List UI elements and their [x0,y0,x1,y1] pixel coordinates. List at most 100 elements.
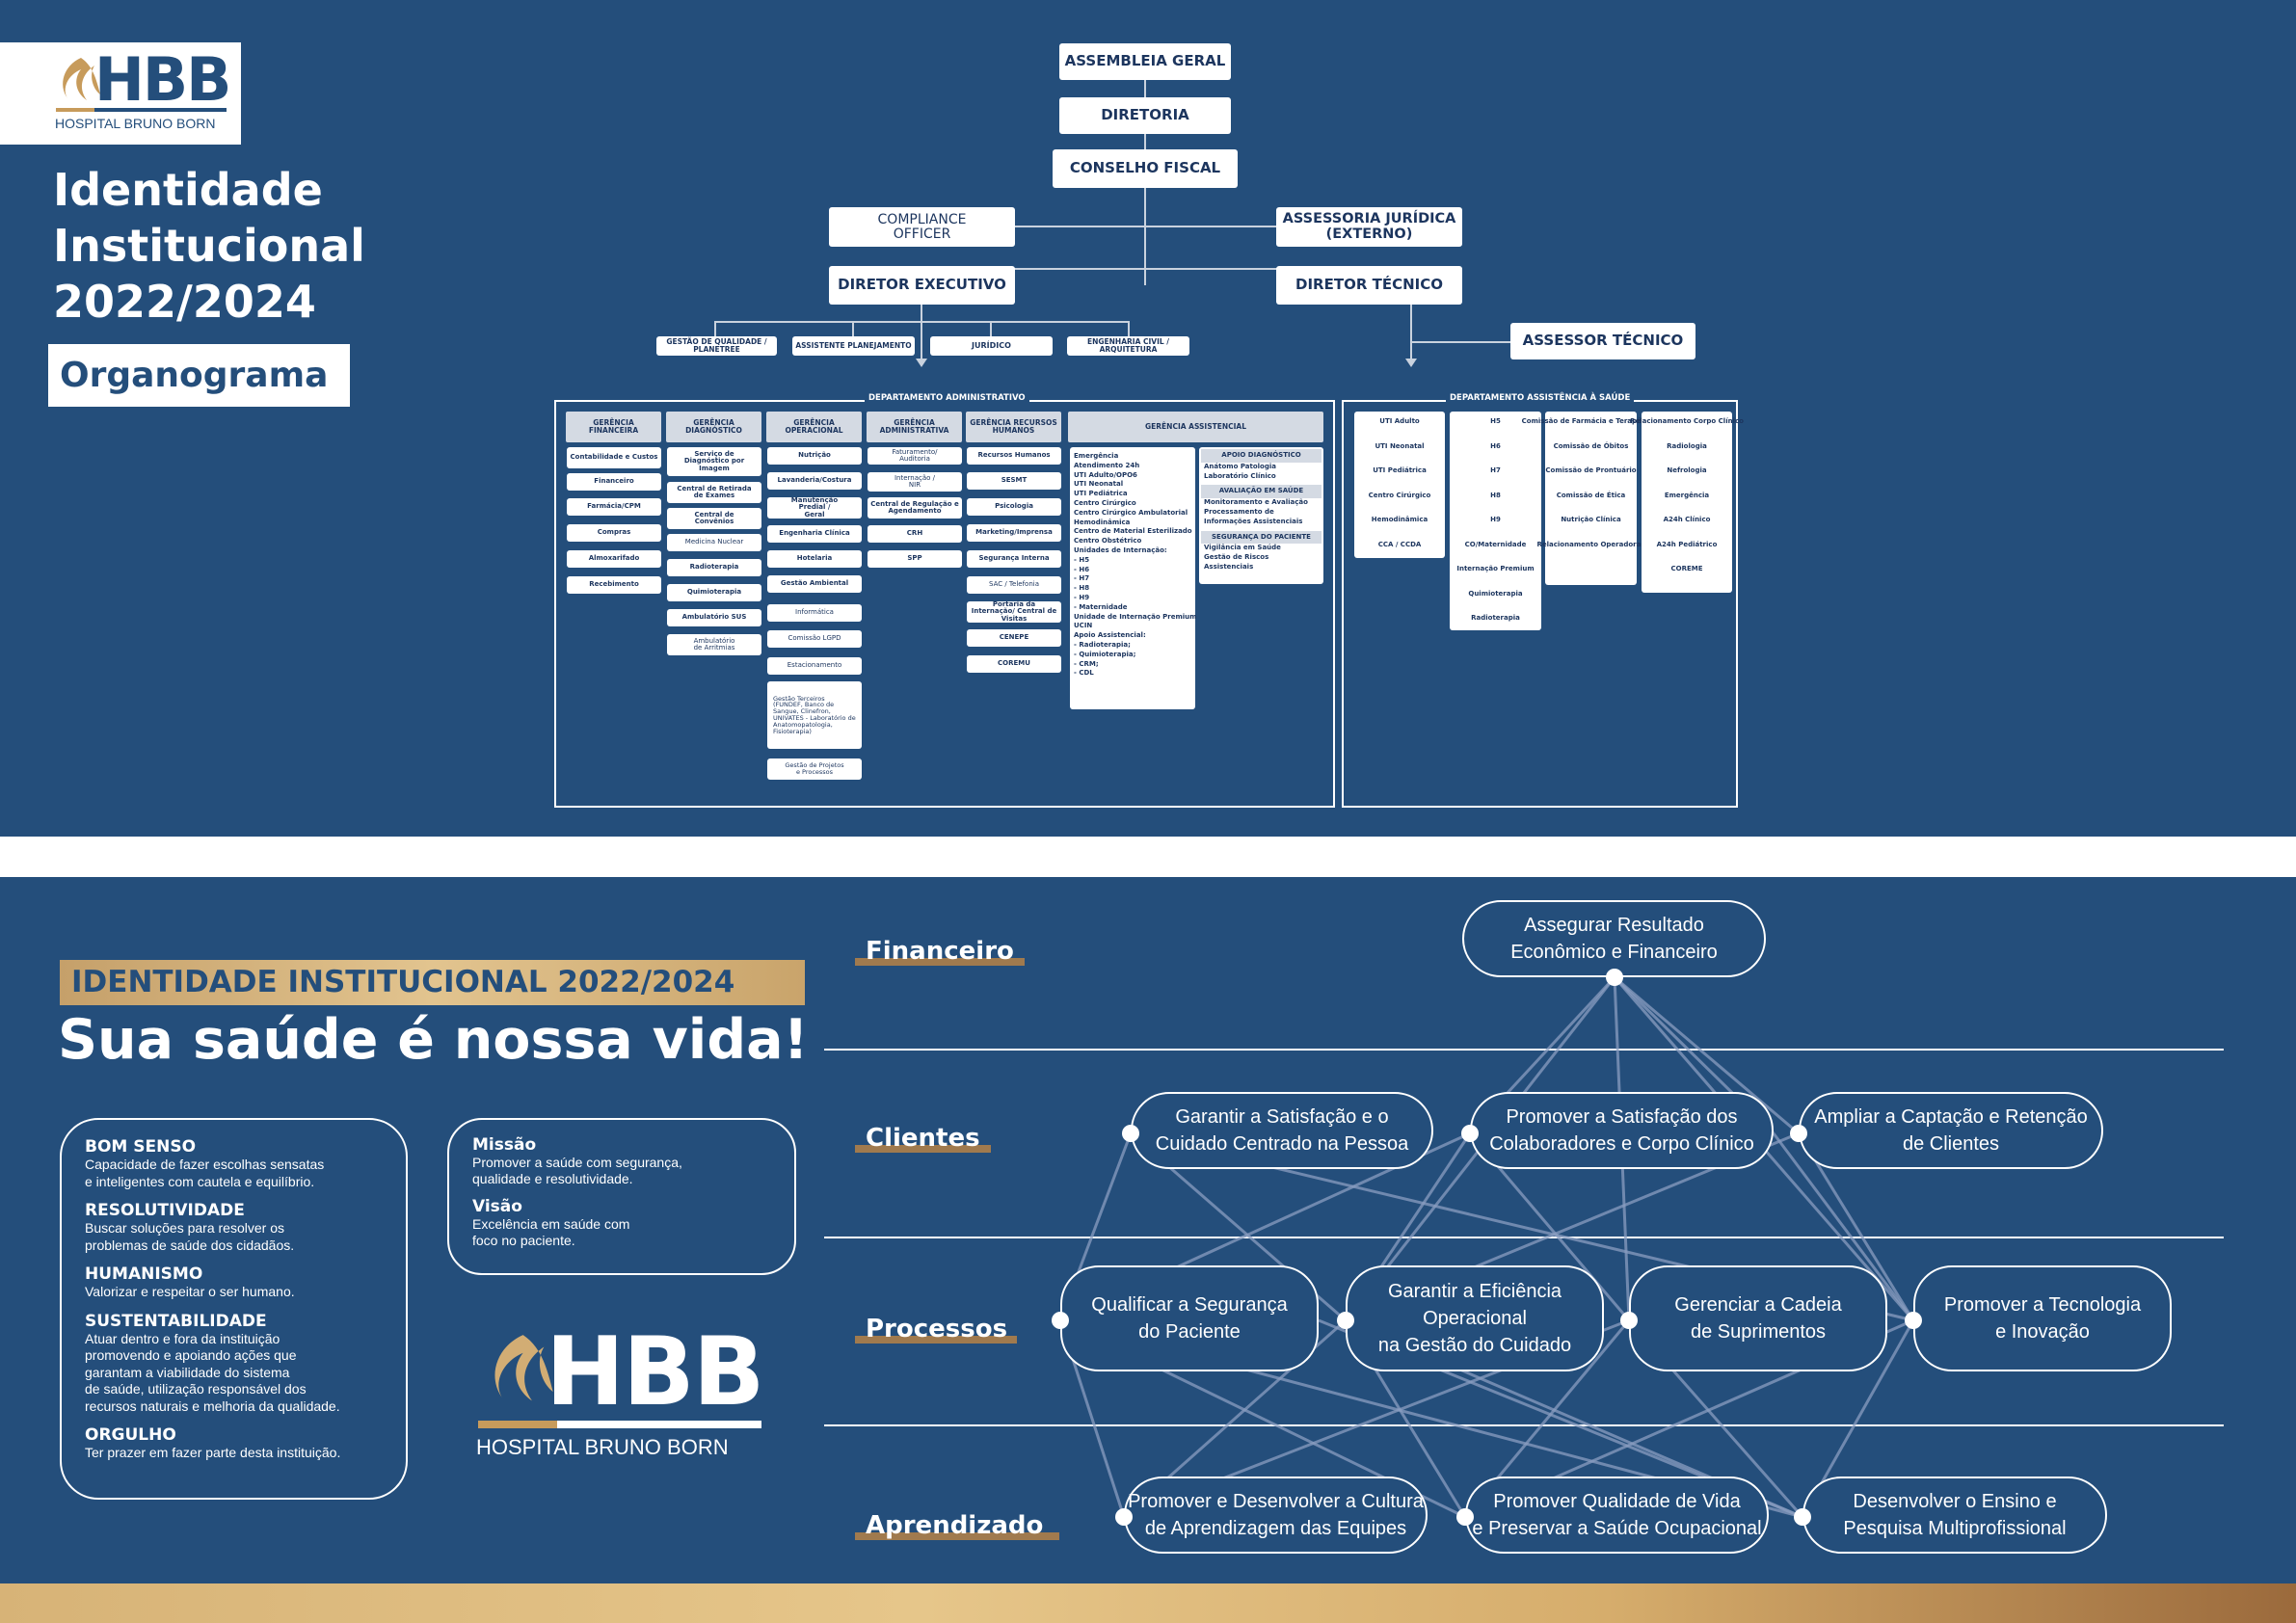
org-item: Recursos Humanos [967,447,1061,465]
connector-line [1614,975,1800,1135]
assist-column-item: Emergência [1664,491,1710,499]
org-item: Gestão Terceiros (FUNDEF, Banco de Sangu… [767,681,862,749]
connector-line [1410,341,1510,343]
node-anchor-dot [1790,1125,1807,1142]
page-title: Identidade Institucional 2022/2024 [53,162,365,330]
title-line: Identidade [53,164,323,216]
org-item: Serviço de Diagnóstico por Imagem [667,447,761,476]
avaliacao-item: Processamento de [1204,507,1274,516]
org-item: CRH [868,525,962,543]
org-item: Recebimento [567,576,661,594]
org-item: Almoxarifado [567,550,661,568]
node-anchor-dot [1337,1312,1354,1329]
assist-column-item: Comissão de Farmácia e Terapêutica [1521,417,1661,425]
perspective-underline [855,1336,1017,1344]
perspective-divider [824,1237,2224,1238]
slogan: Sua saúde é nossa vida! [58,1008,809,1072]
apoio-item: Anátomo Patologia [1204,462,1276,470]
org-box-conselho-fiscal: CONSELHO FISCAL [1053,149,1238,188]
assistencial-list-item: UTI Adulto/OPO6 [1074,470,1137,479]
assistencial-list-item: - H6 [1074,565,1090,573]
node-anchor-dot [1606,969,1623,986]
org-head-operacional: GERÊNCIA OPERACIONAL [766,412,862,442]
seguranca-title: SEGURANÇA DO PACIENTE [1201,530,1322,545]
assistencial-list-item: - Quimioterapia; [1074,650,1136,658]
org-staff-juridico: JURÍDICO [930,336,1053,356]
perspective-divider [824,1424,2224,1426]
title-line: 2022/2024 [53,276,316,328]
logo-rule [478,1421,761,1428]
connector-line [1128,321,1130,336]
org-item: Lavanderia/Costura [767,472,862,490]
value-text: Ter prazer em fazer parte desta institui… [85,1445,341,1460]
org-item: Segurança Interna [967,550,1061,568]
assistencial-list-item: Atendimento 24h [1074,461,1140,469]
department-label: DEPARTAMENTO ASSISTÊNCIA À SAÚDE [1446,393,1635,403]
org-head-diagnostico: GERÊNCIA DIAGNÓSTICO [666,412,761,442]
assistencial-list-item: Emergência [1074,452,1119,460]
org-head-financeira: GERÊNCIA FINANCEIRA [566,412,661,442]
assist-column-item: Nefrologia [1667,466,1707,474]
node-anchor-dot [1794,1508,1811,1526]
org-item: Farmácia/CPM [567,498,661,516]
department-label: DEPARTAMENTO ADMINISTRATIVO [865,393,1029,403]
mission-title: Missão [472,1135,537,1155]
org-box-assessoria: ASSESSORIA JURÍDICA (EXTERNO) [1276,207,1462,247]
connector-line [714,321,716,336]
node-anchor-dot [1461,1125,1479,1142]
avaliacao-title: AVALIAÇÃO EM SAÚDE [1201,485,1322,499]
assist-column-item: Relacionamento Corpo Clínico [1630,417,1744,425]
perspective-divider [824,1049,2224,1051]
org-item: COREMU [967,655,1061,673]
assistencial-list-item: Centro de Material Esterilizado [1074,527,1192,536]
logo-hospital-name: HOSPITAL BRUNO BORN [55,116,216,131]
seguranca-item: Gestão de Riscos [1204,553,1269,562]
value-title: BOM SENSO [85,1137,197,1157]
org-box-diretoria: DIRETORIA [1059,97,1231,134]
assist-column-item: H7 [1490,466,1501,474]
connector-line [1797,1132,1915,1321]
assist-column-item: Radiologia [1667,441,1707,450]
assistencial-list-item: UTI Neonatal [1074,480,1124,489]
org-item: Ambulatório SUS [667,609,761,626]
connector-line [990,321,992,336]
logo-rule-gold [56,108,94,112]
assistencial-support: APOIO DIAGNÓSTICO Anátomo Patologia Labo… [1199,447,1323,584]
assist-column-item: Internação Premium [1456,565,1535,572]
logo-rule [56,108,227,112]
org-box-diretor-executivo: DIRETOR EXECUTIVO [829,266,1015,305]
org-head-assistencial: GERÊNCIA ASSISTENCIAL [1068,412,1323,442]
org-item: SESMT [967,472,1061,490]
assist-column-item: Hemodinâmica [1371,516,1428,523]
flame-icon [63,58,100,100]
section-label: Organograma [48,344,350,407]
connector-line [1410,304,1412,361]
assist-column-item: Comissão de Óbitos [1553,441,1629,450]
org-item: Radioterapia [667,559,761,576]
arrow-down-icon [1405,359,1417,367]
assistencial-list-item: Unidades de Internação: [1074,545,1167,554]
assist-column-item: UTI Adulto [1379,417,1420,425]
hbb-logo: HBB HOSPITAL BRUNO BORN [0,42,241,145]
org-item: Nutrição [767,447,862,465]
node-anchor-dot [1052,1312,1069,1329]
org-staff-planejamento: ASSISTENTE PLANEJAMENTO [792,336,915,356]
connector-line [852,321,854,336]
assist-column-item: Nutrição Clínica [1561,516,1621,523]
assistencial-list-item: - H9 [1074,593,1090,601]
title-line: Institucional [53,220,365,272]
connector-line [921,268,1370,270]
mission-text: Promover a saúde com segurança,qualidade… [472,1155,682,1186]
org-item: Engenharia Clínica [767,525,862,543]
flame-icon [494,1335,553,1401]
org-box-diretor-tecnico: DIRETOR TÉCNICO [1276,266,1462,305]
assistencial-list-item: Centro Obstétrico [1074,537,1142,545]
